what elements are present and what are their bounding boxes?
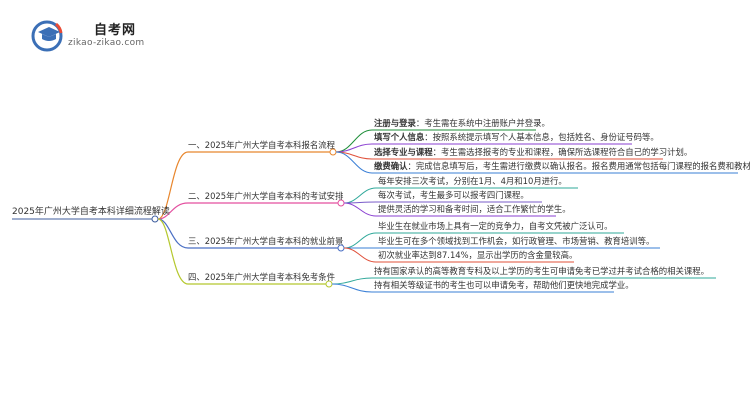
leaf-3-2: 毕业生可在多个领域找到工作机会，如行政管理、市场营销、教育培训等。 bbox=[378, 236, 655, 246]
leaf-3-3-connector bbox=[343, 247, 377, 263]
leaf-1-4: 缴费确认：完成信息填写后，考生需进行缴费以确认报名。报名费用通常包括每门课程的报… bbox=[374, 161, 750, 172]
leaf-4-1: 持有国家承认的高等教育专科及以上学历的考生可申请免考已学过并考试合格的相关课程。 bbox=[374, 266, 709, 276]
leaf-2-3-connector bbox=[343, 202, 377, 217]
leaf-1-3-text: ：考生需选择报考的专业和课程，确保所选课程符合自己的学习计划。 bbox=[432, 147, 693, 157]
leaf-1-1-text: ：考生需在系统中注册账户并登录。 bbox=[415, 118, 550, 128]
leaf-2-1-connector bbox=[343, 187, 377, 204]
leaf-2-2: 每次考试，考生最多可以报考四门课程。 bbox=[378, 190, 529, 200]
logo-title: 自考网 bbox=[94, 23, 137, 38]
branch-1-label: 一、2025年广州大学自考本科报名流程 bbox=[188, 140, 335, 150]
leaf-3-1-connector bbox=[343, 232, 377, 249]
leaf-4-2: 持有相关等级证书的考生也可以申请免考，帮助他们更快地完成学业。 bbox=[374, 280, 634, 290]
leaf-4-2-connector bbox=[331, 283, 373, 293]
branch-4-connector bbox=[157, 218, 189, 285]
branch-4-label: 四、2025年广州大学自考本科免考条件 bbox=[188, 272, 335, 282]
branch-3-label: 三、2025年广州大学自考本科的就业前景 bbox=[188, 236, 344, 246]
branch-2-label: 二、2025年广州大学自考本科的考试安排 bbox=[188, 191, 344, 201]
site-logo[interactable]: 自考网 zikao-zikao.com bbox=[30, 16, 170, 56]
leaf-1-1-connector bbox=[335, 129, 373, 153]
leaf-4-1-connector bbox=[331, 277, 373, 285]
leaf-1-1: 注册与登录：考生需在系统中注册账户并登录。 bbox=[374, 118, 550, 129]
leaf-2-1: 每年安排三次考试，分别在1月、4月和10月进行。 bbox=[378, 176, 567, 186]
leaf-1-4-text: ：完成信息填写后，考生需进行缴费以确认报名。报名费用通常包括每门课程的报名费和教… bbox=[407, 161, 750, 171]
logo-subtitle: zikao-zikao.com bbox=[68, 38, 145, 48]
leaf-1-2-title: 填写个人信息 bbox=[374, 132, 425, 142]
leaf-3-3: 初次就业率达到87.14%，显示出学历的含金量较高。 bbox=[378, 250, 578, 260]
graduation-cap-icon bbox=[31, 20, 63, 52]
leaf-1-2: 填写个人信息：按照系统提示填写个人基本信息，包括姓名、身份证号码等。 bbox=[374, 132, 659, 143]
leaf-1-4-connector bbox=[335, 151, 373, 174]
root-node-label: 2025年广州大学自考本科详细流程解读 bbox=[12, 207, 170, 217]
leaf-2-3: 提供灵活的学习和备考时间，适合工作繁忙的学生。 bbox=[378, 204, 571, 214]
leaf-1-4-title: 缴费确认 bbox=[374, 161, 408, 171]
branch-1-connector bbox=[157, 151, 189, 220]
leaf-3-1: 毕业生在就业市场上具有一定的竞争力，自考文凭被广泛认可。 bbox=[378, 221, 613, 231]
leaf-1-3: 选择专业与课程：考生需选择报考的专业和课程，确保所选课程符合自己的学习计划。 bbox=[374, 147, 692, 158]
branch-2-connector bbox=[157, 202, 189, 220]
leaf-1-3-title: 选择专业与课程 bbox=[374, 147, 433, 157]
leaf-1-2-text: ：按照系统提示填写个人基本信息，包括姓名、身份证号码等。 bbox=[424, 132, 659, 142]
leaf-1-1-title: 注册与登录 bbox=[374, 118, 416, 128]
